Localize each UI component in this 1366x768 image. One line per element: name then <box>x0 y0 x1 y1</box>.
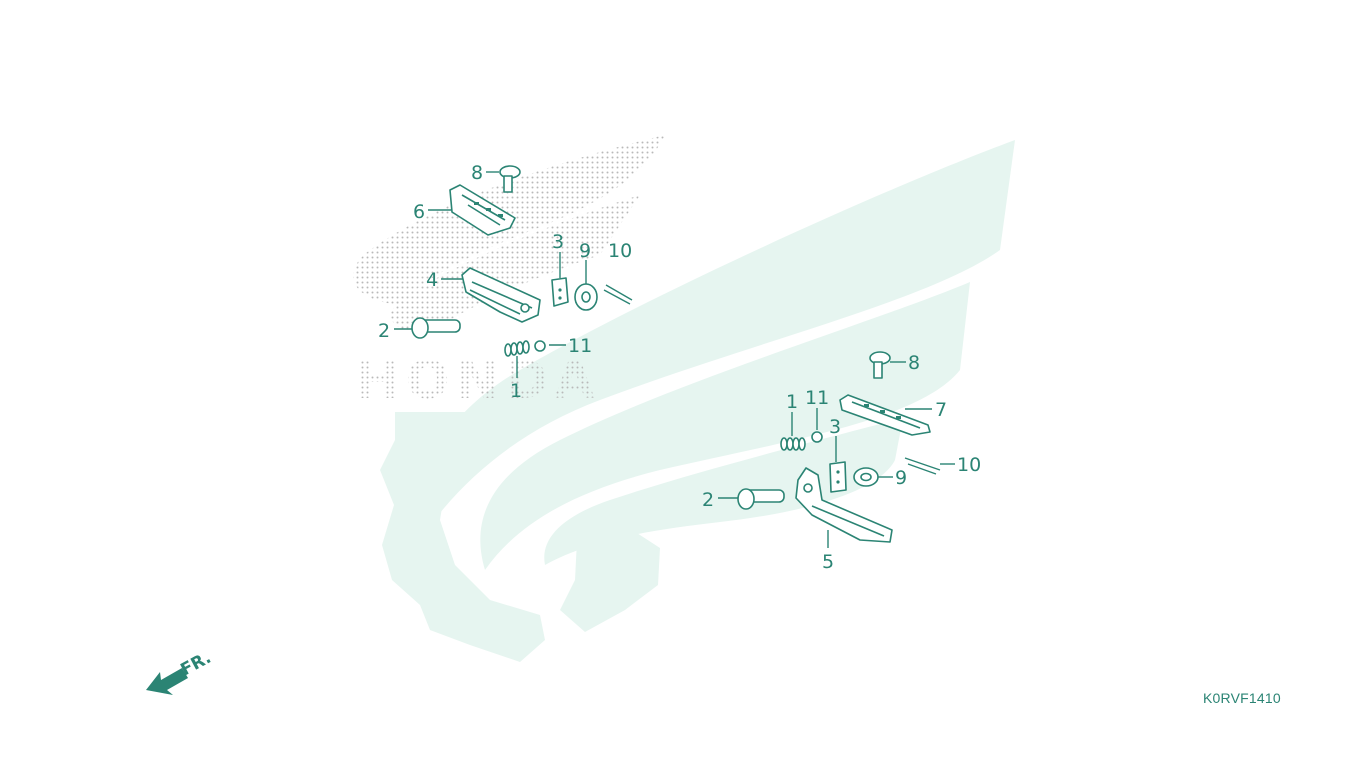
callout-1-right: 1 <box>786 391 798 413</box>
plate-3-left-icon <box>551 277 569 307</box>
bolt-8-right-icon <box>869 351 891 379</box>
left-assembly: 8 6 3 9 10 4 2 11 1 <box>378 162 633 402</box>
callout-10-right: 10 <box>957 454 981 476</box>
callout-3-left: 3 <box>552 231 564 253</box>
callout-3-right: 3 <box>829 416 841 438</box>
callout-8-right: 8 <box>908 352 920 374</box>
ball-11-right-icon <box>811 431 823 443</box>
washer-9-right-icon <box>853 467 879 487</box>
front-arrow-icon <box>146 668 188 695</box>
callout-9-right: 9 <box>895 467 907 489</box>
pin-2-left-icon <box>411 317 461 339</box>
callout-7-right: 7 <box>935 399 947 421</box>
callout-4-left: 4 <box>426 269 438 291</box>
spring-1-right-icon <box>780 437 806 451</box>
callout-11-left: 11 <box>568 335 592 357</box>
footrest-rubber-7-icon <box>839 394 931 436</box>
callout-10-left: 10 <box>608 240 632 262</box>
spring-1-left-icon <box>504 340 530 357</box>
honda-watermark-text: HONDA <box>356 351 601 411</box>
front-direction-indicator: FR. <box>146 648 215 695</box>
plate-3-right-icon <box>829 461 847 493</box>
ball-11-left-icon <box>534 340 546 352</box>
bolt-8-left-icon <box>499 165 521 193</box>
gear-watermark <box>380 412 660 662</box>
cotter-pin-10-right-icon <box>904 457 941 475</box>
step-bar-4-icon <box>461 267 541 323</box>
callout-2-left: 2 <box>378 320 390 342</box>
diagram-code: K0RVF1410 <box>1203 690 1281 706</box>
step-bar-5-icon <box>795 467 893 543</box>
callout-9-left: 9 <box>579 240 591 262</box>
washer-9-left-icon <box>574 283 598 311</box>
honda-wing-watermark <box>418 140 1015 570</box>
callout-8-left: 8 <box>471 162 483 184</box>
callout-5-right: 5 <box>822 551 834 573</box>
cotter-pin-10-left-icon <box>603 284 633 305</box>
callout-6-left: 6 <box>413 201 425 223</box>
callout-1-left: 1 <box>510 380 522 402</box>
callout-2-right: 2 <box>702 489 714 511</box>
callout-11-right: 11 <box>805 387 829 409</box>
right-assembly: 8 11 1 7 3 10 2 9 5 <box>702 351 981 573</box>
footrest-rubber-6-icon <box>449 184 516 236</box>
pin-2-right-icon <box>737 488 785 510</box>
